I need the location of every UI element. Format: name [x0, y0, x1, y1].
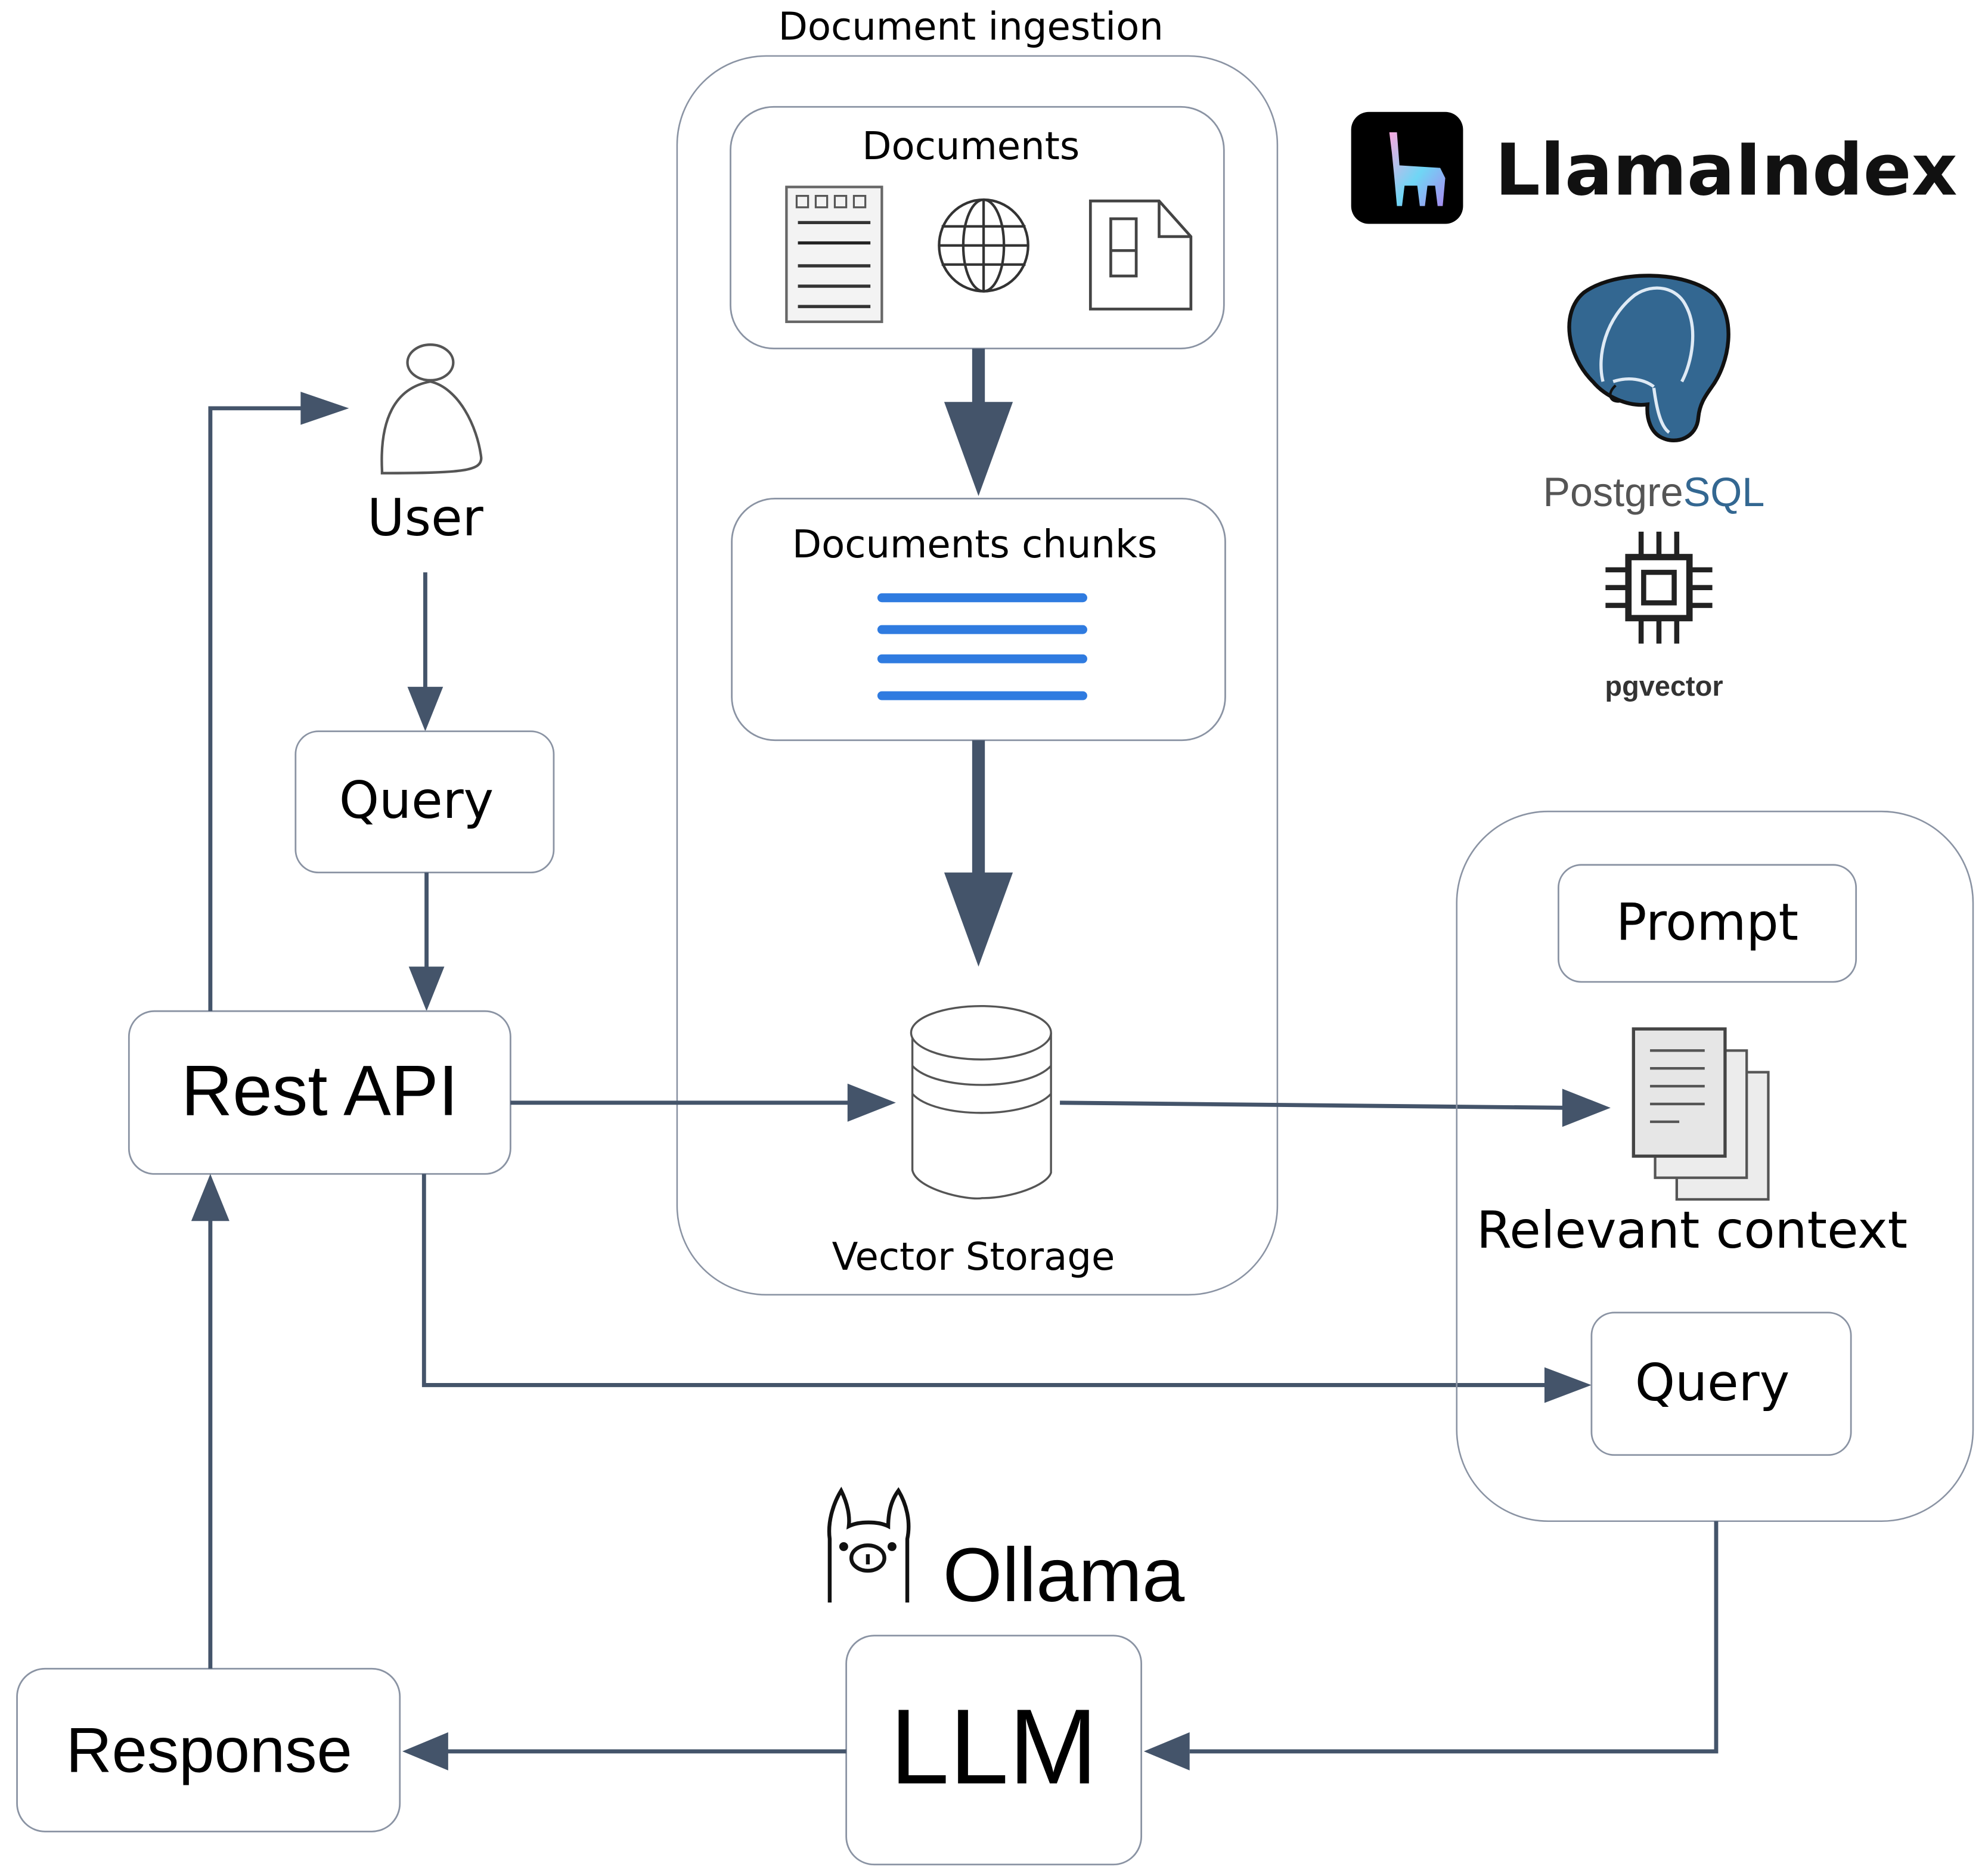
prompt-box — [1558, 864, 1857, 983]
chunks-lines-icon — [877, 593, 1087, 700]
arrowhead-rest-api-to-query-right — [1544, 1367, 1592, 1403]
arrowhead-llm-to-response — [402, 1732, 448, 1770]
edge-rest-api-to-user — [208, 406, 306, 1012]
stacked-documents-icon — [1632, 1027, 1770, 1201]
ollama-llama-icon — [827, 1486, 911, 1603]
documents-chunks-node[interactable]: Documents chunks — [731, 497, 1226, 742]
arrowhead-context-to-llm — [1143, 1732, 1190, 1770]
query-right-node[interactable]: Query — [1590, 1311, 1852, 1456]
vector-storage-label: Vector Storage — [832, 1235, 1115, 1279]
arrowhead-documents-to-chunks — [944, 402, 1013, 497]
documents-node[interactable]: Documents — [730, 106, 1225, 349]
ingestion-group-container — [676, 55, 1279, 1296]
prompt-node[interactable]: Prompt — [1558, 864, 1857, 983]
postgresql-wordmark: PostgreSQL — [1543, 470, 1765, 515]
pgvector-logo: pgvector — [1605, 531, 1723, 702]
database-icon — [910, 1004, 1052, 1200]
ollama-logo: Ollama — [827, 1486, 1185, 1618]
user-label: User — [367, 489, 483, 548]
arrowhead-user-to-query — [407, 687, 443, 731]
prompt-label: Prompt — [1616, 894, 1798, 953]
postgresql-logo: PostgreSQL — [1543, 274, 1765, 515]
arrowhead-query-to-rest-api — [408, 966, 445, 1012]
edge-context-to-llm — [1189, 1521, 1719, 1754]
file-icon — [1088, 199, 1193, 311]
response-node[interactable]: Response — [16, 1667, 401, 1832]
postgresql-wordmark-part-a: Postgre — [1543, 470, 1683, 515]
query-left-label: Query — [339, 771, 494, 830]
arrowhead-rest-api-to-vector-storage — [847, 1083, 896, 1122]
arrowhead-vector-storage-to-context — [1562, 1089, 1611, 1127]
ollama-wordmark: Ollama — [943, 1533, 1185, 1618]
llamaindex-logo: LlamaIndex — [1351, 111, 1958, 224]
documents-chunks-label: Documents chunks — [792, 523, 1158, 567]
document-page-icon — [785, 185, 883, 323]
rest-api-node[interactable]: Rest API — [128, 1010, 511, 1175]
query-right-box — [1590, 1311, 1852, 1456]
pgvector-wordmark: pgvector — [1605, 671, 1723, 702]
edge-rest-api-to-query-right — [421, 1174, 1547, 1387]
arrowhead-response-to-rest-api — [191, 1174, 229, 1221]
edge-vector-storage-to-context — [1060, 1100, 1565, 1110]
arrowhead-chunks-to-vector-storage — [944, 872, 1013, 967]
llamaindex-wordmark: LlamaIndex — [1495, 129, 1958, 212]
postgresql-elephant-icon — [1567, 274, 1730, 442]
user-icon — [380, 343, 483, 475]
relevant-context-node[interactable]: Relevant context — [1477, 1027, 1908, 1260]
llama-silhouette-icon — [1389, 132, 1446, 206]
response-label: Response — [66, 1714, 352, 1785]
query-left-node[interactable]: Query — [294, 730, 555, 874]
vector-storage-node[interactable]: Vector Storage — [832, 1004, 1115, 1279]
user-node[interactable]: User — [367, 343, 484, 548]
globe-icon — [938, 198, 1029, 293]
ingestion-group-title: Document ingestion — [779, 5, 1164, 49]
query-right-label: Query — [1635, 1354, 1789, 1413]
rest-api-label: Rest API — [181, 1052, 458, 1131]
arrowhead-rest-api-to-user — [300, 392, 349, 425]
chip-icon — [1605, 531, 1713, 644]
documents-label: Documents — [862, 125, 1080, 169]
postgresql-wordmark-part-b: SQL — [1683, 470, 1765, 515]
rest-api-box — [128, 1010, 511, 1175]
llm-label: LLM — [890, 1687, 1098, 1806]
relevant-context-label: Relevant context — [1477, 1201, 1908, 1260]
llm-node[interactable]: LLM — [845, 1635, 1143, 1866]
